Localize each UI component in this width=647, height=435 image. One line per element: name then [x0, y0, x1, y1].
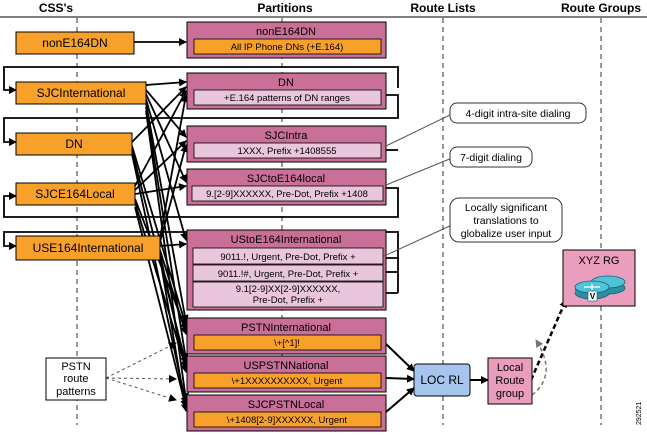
xyz-route-group: XYZ RG V: [562, 249, 636, 307]
callout-text: globalize user input: [461, 228, 552, 240]
partition-pattern: \+1408[2-9]XXXXXX, Urgent: [227, 415, 348, 426]
partition-nonE164DN: nonE164DN All IP Phone DNs (+E.164): [186, 21, 387, 59]
css-box-USE164International: USE164International: [15, 235, 161, 261]
route-list-arrows: [385, 343, 489, 413]
partition-UStoE164International: UStoE164International 9011.!, Urgent, Pr…: [186, 229, 387, 311]
local-route-group-text: Local: [497, 362, 523, 374]
css-label: DN: [65, 137, 82, 151]
callout-7-digit: [449, 146, 533, 168]
partition-pattern: 1XXX, Prefix +1408555: [237, 146, 336, 157]
header-route-lists: Route Lists: [410, 1, 476, 15]
partition-USPSTNNational: USPSTNNational \+1XXXXXXXXXX, Urgent: [186, 355, 387, 393]
partition-title: SJCIntra: [265, 130, 309, 142]
partition-SJCtoE164local: SJCtoE164local 9.[2-9]XXXXXX, Pre-Dot, P…: [186, 168, 387, 206]
callout-text: translations to: [473, 215, 539, 227]
pstn-route-patterns-box: PSTN route patterns: [45, 357, 107, 401]
callout-text: 7-digit dialing: [460, 152, 522, 164]
partition-title: SJCPSTNLocal: [248, 399, 324, 411]
route-list-label: LOC RL: [420, 373, 464, 387]
pstn-box-text: patterns: [56, 386, 96, 398]
xyz-rg-label: XYZ RG: [579, 255, 620, 267]
partition-pattern: 9.[2-9]XXXXXX, Pre-Dot, Prefix +1408: [206, 189, 368, 200]
route-list-loc-rl: LOC RL: [413, 363, 471, 397]
callout-translations: [449, 197, 563, 243]
css-box-DN: DN: [15, 132, 133, 156]
partition-title: nonE164DN: [256, 26, 316, 38]
header-partitions: Partitions: [257, 1, 313, 15]
partition-title: USPSTNNational: [244, 360, 329, 372]
callouts: 4-digit intra-site dialing 7-digit diali…: [383, 102, 587, 257]
header-css: CSS's: [39, 1, 74, 15]
partition-pattern: 9.1[2-9]XX[2-9]XXXXXX,: [236, 284, 341, 295]
local-route-group-text: Route: [495, 375, 524, 387]
pstn-box-text: route: [63, 373, 88, 385]
partition-DN: DN +E.164 patterns of DN ranges: [186, 72, 387, 110]
partition-pattern: 9011.!#, Urgent, Pre-Dot, Prefix +: [218, 269, 359, 280]
css-boxes: nonE164DN SJCInternational DN SJCE164Loc…: [15, 31, 161, 261]
column-headers: CSS's Partitions Route Lists Route Group…: [39, 1, 641, 15]
css-box-nonE164DN: nonE164DN: [15, 31, 135, 55]
css-label: SJCInternational: [37, 86, 126, 100]
partition-pattern: Pre-Dot, Prefix +: [253, 295, 324, 306]
partition-pattern: +E.164 patterns of DN ranges: [224, 93, 350, 104]
partition-SJCPSTNLocal: SJCPSTNLocal \+1408[2-9]XXXXXX, Urgent: [186, 394, 387, 432]
connection-arrows: [131, 38, 190, 412]
partition-pattern: \+[^1]!: [274, 338, 300, 349]
router-label: V: [590, 292, 596, 301]
css-box-SJCInternational: SJCInternational: [15, 81, 147, 105]
callout-text: Locally significant: [465, 202, 547, 214]
css-label: USE164International: [33, 241, 144, 255]
partition-pattern: \+1XXXXXXXXXX, Urgent: [232, 376, 343, 387]
callout-4-digit: [449, 102, 587, 124]
partition-SJCIntra: SJCIntra 1XXX, Prefix +1408555: [186, 125, 387, 163]
partition-title: UStoE164International: [231, 234, 342, 246]
local-route-group: Local Route group: [487, 357, 533, 405]
translation-loops: [3, 66, 399, 294]
header-route-groups: Route Groups: [561, 1, 641, 15]
router-icon: V: [574, 275, 626, 302]
figure-id: 292521: [636, 402, 643, 425]
callout-text: 4-digit intra-site dialing: [465, 108, 570, 120]
dashed-connectors: [105, 299, 568, 403]
partition-title: PSTNInternational: [241, 322, 331, 334]
partition-title: DN: [278, 77, 294, 89]
partition-pattern: All IP Phone DNs (+E.164): [231, 42, 344, 53]
css-label: nonE164DN: [42, 36, 107, 50]
css-label: SJCE164Local: [35, 187, 114, 201]
partition-title: SJCtoE164local: [247, 173, 325, 185]
local-route-group-text: group: [496, 388, 524, 400]
css-box-SJCE164Local: SJCE164Local: [15, 182, 136, 206]
partition-pattern: 9011.!, Urgent, Pre-Dot, Prefix +: [220, 252, 356, 263]
pstn-box-text: PSTN: [61, 361, 90, 373]
partition-boxes: nonE164DN All IP Phone DNs (+E.164) DN +…: [186, 21, 387, 432]
partition-PSTNInternational: PSTNInternational \+[^1]!: [186, 317, 387, 355]
